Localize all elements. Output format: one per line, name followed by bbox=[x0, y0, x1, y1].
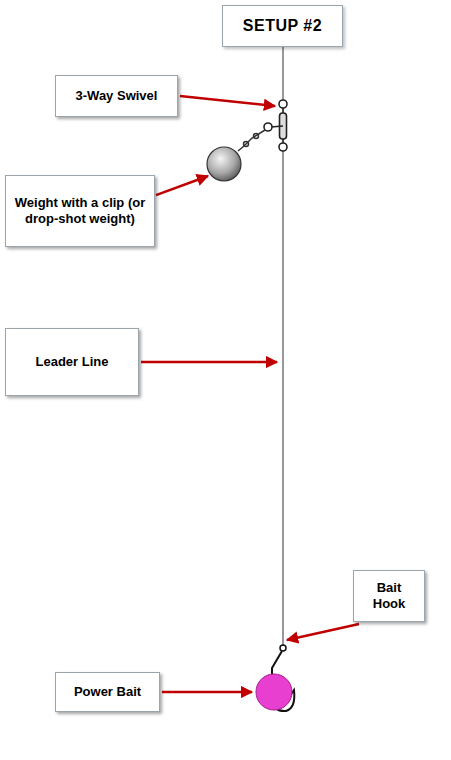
callout-box: Leader Line bbox=[5, 328, 139, 396]
callout-arrow bbox=[156, 176, 208, 195]
callout-label: 3-Way Swivel bbox=[76, 88, 158, 104]
callout-label: Power Bait bbox=[74, 684, 141, 700]
callout-arrow bbox=[141, 361, 277, 364]
callout-arrow bbox=[180, 96, 275, 106]
callout-label: Bait Hook bbox=[362, 580, 416, 612]
callout-label: Weight with a clip (or drop-shot weight) bbox=[14, 195, 146, 227]
three-way-swivel bbox=[264, 100, 287, 151]
callout-box: Bait Hook bbox=[353, 570, 425, 622]
title-text: SETUP #2 bbox=[243, 18, 322, 34]
callout-box: Power Bait bbox=[55, 672, 160, 712]
callout-arrow bbox=[287, 624, 359, 640]
callout-label: Leader Line bbox=[36, 354, 109, 370]
callout-box: Weight with a clip (or drop-shot weight) bbox=[5, 175, 155, 247]
power-bait-ball bbox=[256, 674, 292, 710]
callout-box: 3-Way Swivel bbox=[55, 75, 178, 117]
sinker-weight bbox=[207, 147, 241, 181]
title-box: SETUP #2 bbox=[222, 5, 343, 47]
weight-clip bbox=[238, 130, 265, 151]
callout-arrow bbox=[162, 691, 252, 694]
